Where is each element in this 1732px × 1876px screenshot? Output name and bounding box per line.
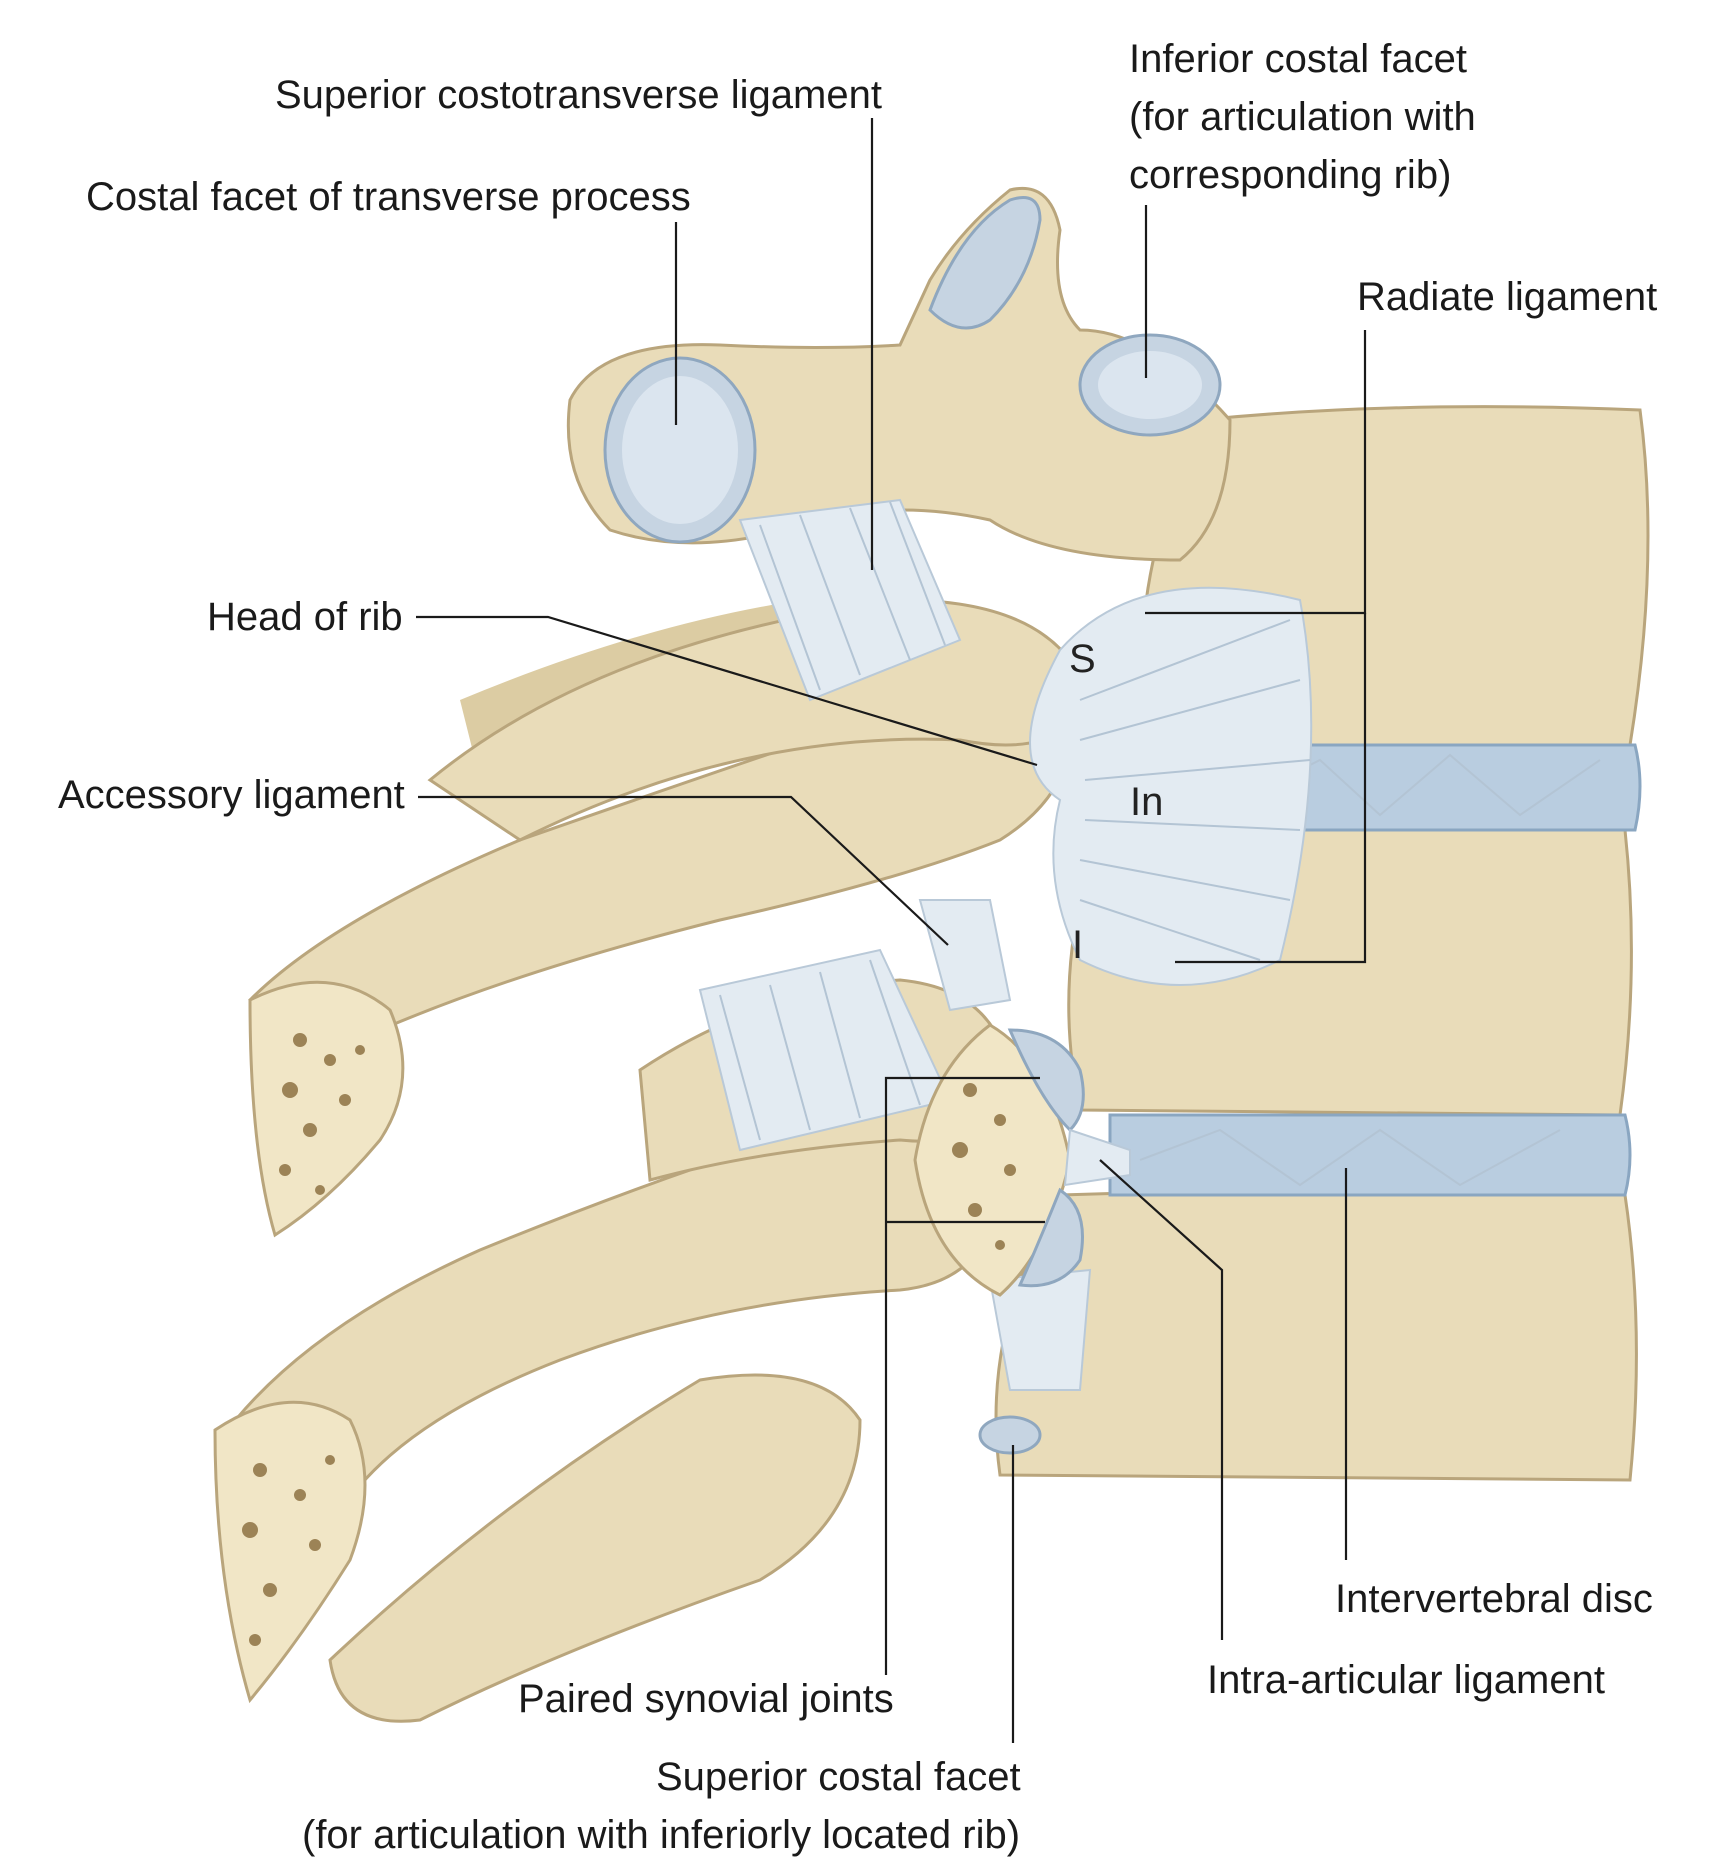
leader-radiate-lower <box>1175 613 1367 964</box>
label-intervertebral-disc: Intervertebral disc <box>1335 1577 1653 1621</box>
label-superior-costal-facet-line1: Superior costal facet <box>656 1755 1021 1799</box>
superior-articular-facet <box>928 196 1042 330</box>
label-inferior-costal-facet-line3: corresponding rib) <box>1129 153 1451 197</box>
lower-transverse-process <box>328 1373 862 1723</box>
leader-lines <box>416 118 1367 1743</box>
leader-head-of-rib <box>416 615 1038 767</box>
upper-synovial-joint <box>1007 1028 1085 1133</box>
label-costal-facet-of-transverse-process: Costal facet of transverse process <box>86 175 691 219</box>
rib-head-section <box>913 1023 1131 1455</box>
label-paired-synovial-joints: Paired synovial joints <box>518 1677 894 1721</box>
marker-inferior-band: I <box>1072 923 1083 967</box>
lower-intervertebral-disc <box>1108 1113 1632 1197</box>
lower-synovial-joint <box>1017 1187 1084 1288</box>
leader-intra-articular <box>1099 1159 1224 1640</box>
labels: Superior costotransverse ligament Costal… <box>58 37 1657 1857</box>
leader-accessory-ligament <box>418 795 949 946</box>
label-accessory-ligament: Accessory ligament <box>58 773 405 817</box>
superior-costal-facet <box>978 1415 1042 1455</box>
radiate-ligament <box>1029 586 1313 986</box>
lower-rib-cross-section <box>213 1400 367 1704</box>
label-head-of-rib: Head of rib <box>207 595 403 639</box>
upper-rib-cross-section <box>248 980 405 1238</box>
label-inferior-costal-facet-line1: Inferior costal facet <box>1129 37 1467 81</box>
marker-superior-band: S <box>1069 637 1096 681</box>
label-intra-articular-ligament: Intra-articular ligament <box>1207 1658 1605 1702</box>
accessory-ligament <box>918 899 1012 1012</box>
leader-paired-synovial-upper <box>884 1076 1040 1675</box>
label-superior-costal-facet-line2: (for articulation with inferiorly locate… <box>302 1813 1020 1857</box>
vertebral-arch <box>566 186 1232 562</box>
marker-intermediate-band: In <box>1130 780 1163 824</box>
upper-intervertebral-disc <box>1228 743 1642 832</box>
label-inferior-costal-facet-line2: (for articulation with <box>1129 95 1476 139</box>
ligaments <box>698 498 1313 1391</box>
lower-vertebral-body <box>994 1188 1638 1482</box>
label-radiate-ligament: Radiate ligament <box>1357 275 1657 319</box>
label-superior-costotransverse-ligament: Superior costotransverse ligament <box>275 73 882 117</box>
